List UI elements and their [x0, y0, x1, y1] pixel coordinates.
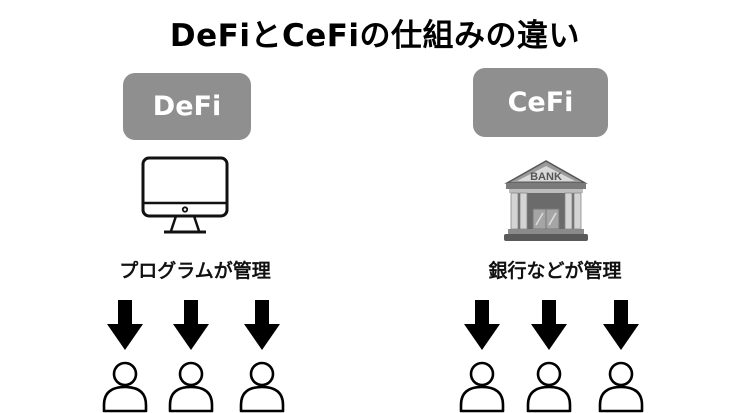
bank-building-icon: BANK	[504, 160, 588, 241]
computer-monitor-icon	[141, 156, 229, 234]
defi-caption: プログラムが管理	[119, 260, 271, 282]
user-icon	[102, 361, 148, 413]
down-arrow-icon	[107, 300, 143, 350]
cefi-badge-label: CeFi	[507, 87, 574, 118]
user-icon	[168, 361, 214, 413]
defi-badge: DeFi	[123, 73, 251, 140]
user-icon	[526, 361, 572, 413]
user-icon	[598, 361, 644, 413]
down-arrow-icon	[531, 300, 567, 350]
down-arrow-icon	[603, 300, 639, 350]
cefi-caption: 銀行などが管理	[488, 260, 622, 282]
diagram-title: DeFiとCeFiの仕組みの違い	[169, 18, 581, 54]
cefi-badge: CeFi	[473, 68, 608, 137]
user-icon	[239, 361, 285, 413]
user-icon	[459, 361, 505, 413]
down-arrow-icon	[244, 300, 280, 350]
down-arrow-icon	[464, 300, 500, 350]
down-arrow-icon	[173, 300, 209, 350]
defi-badge-label: DeFi	[152, 91, 222, 122]
bank-sign: BANK	[530, 171, 562, 183]
